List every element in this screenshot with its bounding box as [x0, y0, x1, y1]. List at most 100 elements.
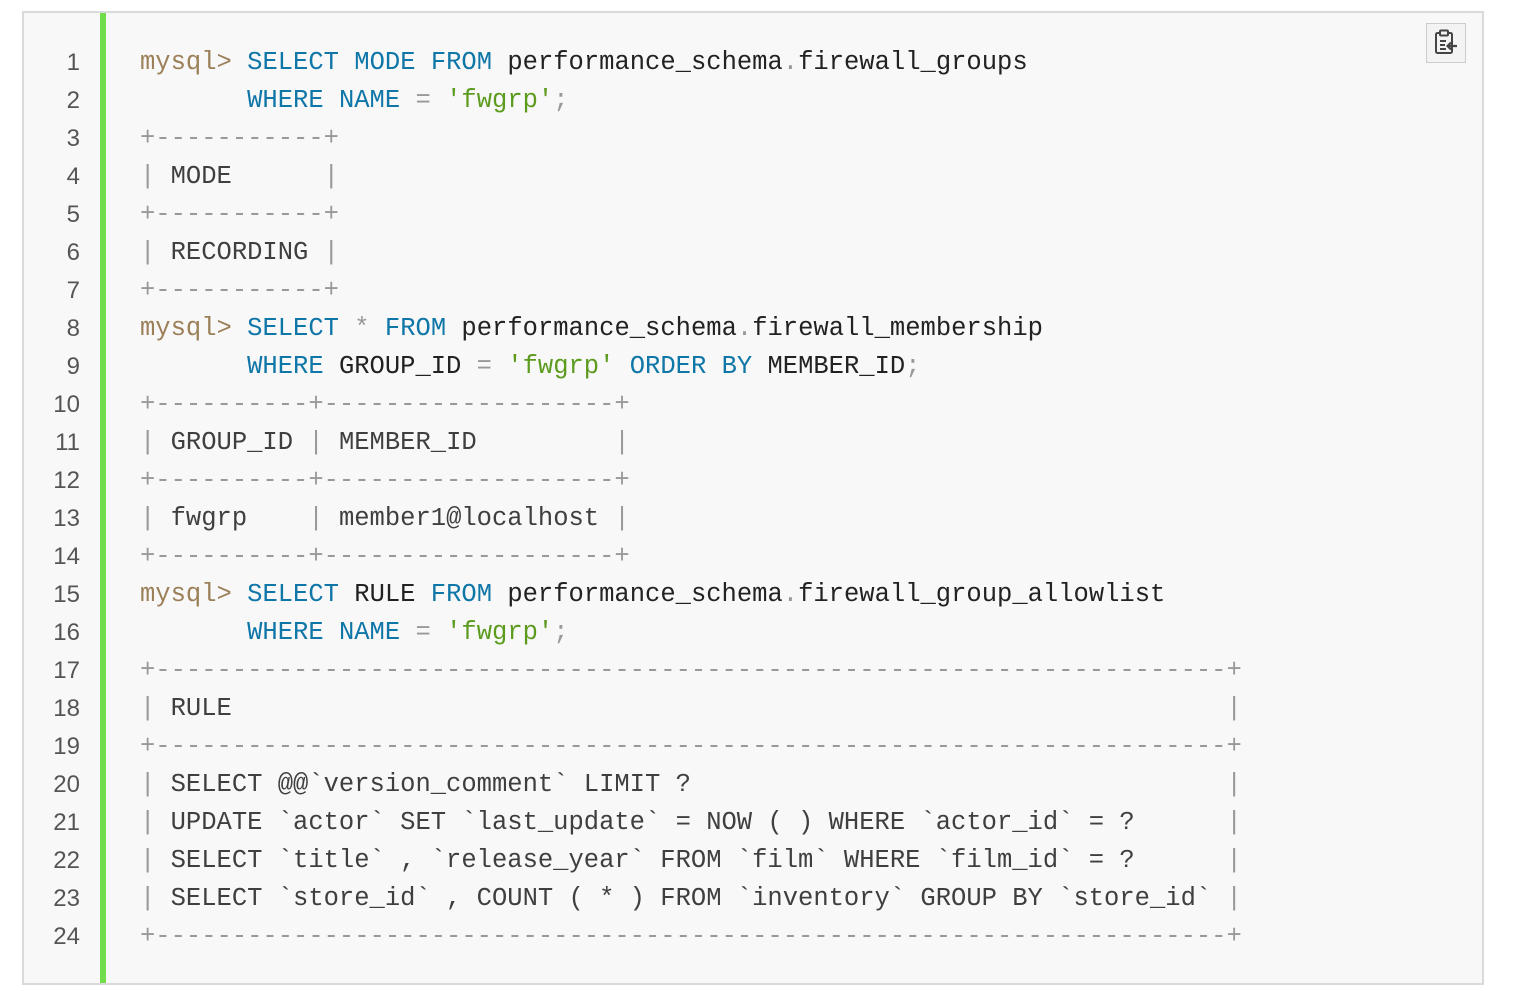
- code-token: FROM: [430, 48, 493, 77]
- code-token: [706, 352, 721, 381]
- code-token: MODE: [170, 162, 324, 191]
- code-token: +----------+-------------------+: [140, 466, 630, 495]
- code-token: MODE: [354, 48, 416, 77]
- code-token: [140, 618, 247, 647]
- code-token: +----------+-------------------+: [140, 542, 630, 571]
- code-token: MEMBER_ID: [752, 352, 906, 381]
- code-line: | fwgrp | member1@localhost |: [140, 500, 1242, 538]
- code-token: [614, 352, 629, 381]
- code-token: mysql>: [140, 48, 232, 77]
- code-token: [339, 314, 354, 343]
- line-number: 10: [53, 391, 80, 418]
- code-token: |: [140, 770, 171, 799]
- code-token: ;: [905, 352, 921, 381]
- line-number: 9: [66, 353, 80, 380]
- code-token: [324, 86, 339, 115]
- code-token: |: [140, 884, 171, 913]
- line-number: 1: [66, 49, 80, 76]
- code-line: | SELECT `store_id` , COUNT ( * ) FROM `…: [140, 880, 1242, 918]
- code-token: [140, 86, 247, 115]
- code-token: |: [323, 238, 339, 267]
- code-line: +---------------------------------------…: [140, 918, 1242, 956]
- code-token: 'fwgrp': [507, 352, 615, 381]
- code-token: |: [1226, 808, 1242, 837]
- code-token: member1@localhost: [338, 504, 615, 533]
- code-token: [140, 352, 247, 381]
- code-line: | RECORDING |: [140, 234, 1242, 272]
- code-line: | SELECT @@`version_comment` LIMIT ? |: [140, 766, 1242, 804]
- line-number: 16: [53, 619, 80, 646]
- code-token: ORDER: [629, 352, 707, 381]
- code-token: ;: [553, 86, 569, 115]
- code-token: firewall_group_allowlist: [798, 580, 1166, 609]
- code-token: |: [1226, 770, 1242, 799]
- code-line: | MODE |: [140, 158, 1242, 196]
- line-number: 19: [53, 733, 80, 760]
- code-token: ;: [553, 618, 569, 647]
- code-token: [232, 314, 247, 343]
- line-number: 3: [66, 125, 80, 152]
- line-number: 17: [53, 657, 80, 684]
- code-token: +-----------+: [140, 200, 339, 229]
- code-token: |: [140, 694, 171, 723]
- code-token: SELECT `title` , `release_year` FROM `fi…: [170, 846, 1227, 875]
- code-token: NAME: [338, 618, 401, 647]
- code-token: NAME: [338, 86, 401, 115]
- line-number: 21: [53, 809, 80, 836]
- line-number: 11: [55, 429, 80, 456]
- code-token: performance_schema: [492, 580, 783, 609]
- line-number: 14: [53, 543, 80, 570]
- code-line: WHERE NAME = 'fwgrp';: [140, 82, 1242, 120]
- line-number: 2: [66, 87, 80, 114]
- line-number: 22: [53, 847, 80, 874]
- line-number: 8: [66, 315, 80, 342]
- code-token: |: [140, 504, 171, 533]
- code-token: SELECT @@`version_comment` LIMIT ?: [170, 770, 1227, 799]
- code-token: fwgrp: [170, 504, 309, 533]
- code-token: SELECT `store_id` , COUNT ( * ) FROM `in…: [170, 884, 1227, 913]
- code-token: FROM: [384, 314, 447, 343]
- code-line: +---------------------------------------…: [140, 728, 1242, 766]
- line-number: 4: [66, 163, 80, 190]
- code-token: |: [1226, 694, 1242, 723]
- code-token: MEMBER_ID: [338, 428, 615, 457]
- code-token: =: [415, 86, 431, 115]
- code-line: | RULE |: [140, 690, 1242, 728]
- line-number: 13: [53, 505, 80, 532]
- code-token: |: [308, 428, 339, 457]
- code-token: +---------------------------------------…: [140, 922, 1242, 951]
- code-line: | UPDATE `actor` SET `last_update` = NOW…: [140, 804, 1242, 842]
- code-line: +----------+-------------------+: [140, 462, 1242, 500]
- code-token: +-----------+: [140, 276, 339, 305]
- code-line: mysql> SELECT * FROM performance_schema.…: [140, 310, 1242, 348]
- code-line: +----------+-------------------+: [140, 538, 1242, 576]
- code-token: =: [476, 352, 492, 381]
- line-number: 20: [53, 771, 80, 798]
- code-token: GROUP_ID: [323, 352, 477, 381]
- code-token: GROUP_ID: [170, 428, 309, 457]
- code-line: WHERE NAME = 'fwgrp';: [140, 614, 1242, 652]
- code-token: [400, 86, 415, 115]
- code-line: WHERE GROUP_ID = 'fwgrp' ORDER BY MEMBER…: [140, 348, 1242, 386]
- code-token: =: [415, 618, 431, 647]
- line-number: 15: [53, 581, 80, 608]
- code-token: |: [308, 504, 339, 533]
- code-token: [339, 48, 354, 77]
- code-line: | SELECT `title` , `release_year` FROM `…: [140, 842, 1242, 880]
- code-token: firewall_membership: [752, 314, 1043, 343]
- code-token: RULE: [338, 580, 431, 609]
- code-token: mysql>: [140, 314, 232, 343]
- code-token: [370, 314, 385, 343]
- code-token: WHERE: [247, 86, 324, 115]
- code-token: [400, 618, 415, 647]
- copy-to-clipboard-button[interactable]: [1426, 23, 1466, 63]
- code-token: |: [614, 504, 630, 533]
- line-number: 24: [53, 923, 80, 950]
- code-token: [232, 48, 247, 77]
- code-line: +----------+-------------------+: [140, 386, 1242, 424]
- code-line: mysql> SELECT RULE FROM performance_sche…: [140, 576, 1242, 614]
- code-token: UPDATE `actor` SET `last_update` = NOW (…: [170, 808, 1227, 837]
- code-token: |: [140, 808, 171, 837]
- code-token: .: [782, 580, 799, 609]
